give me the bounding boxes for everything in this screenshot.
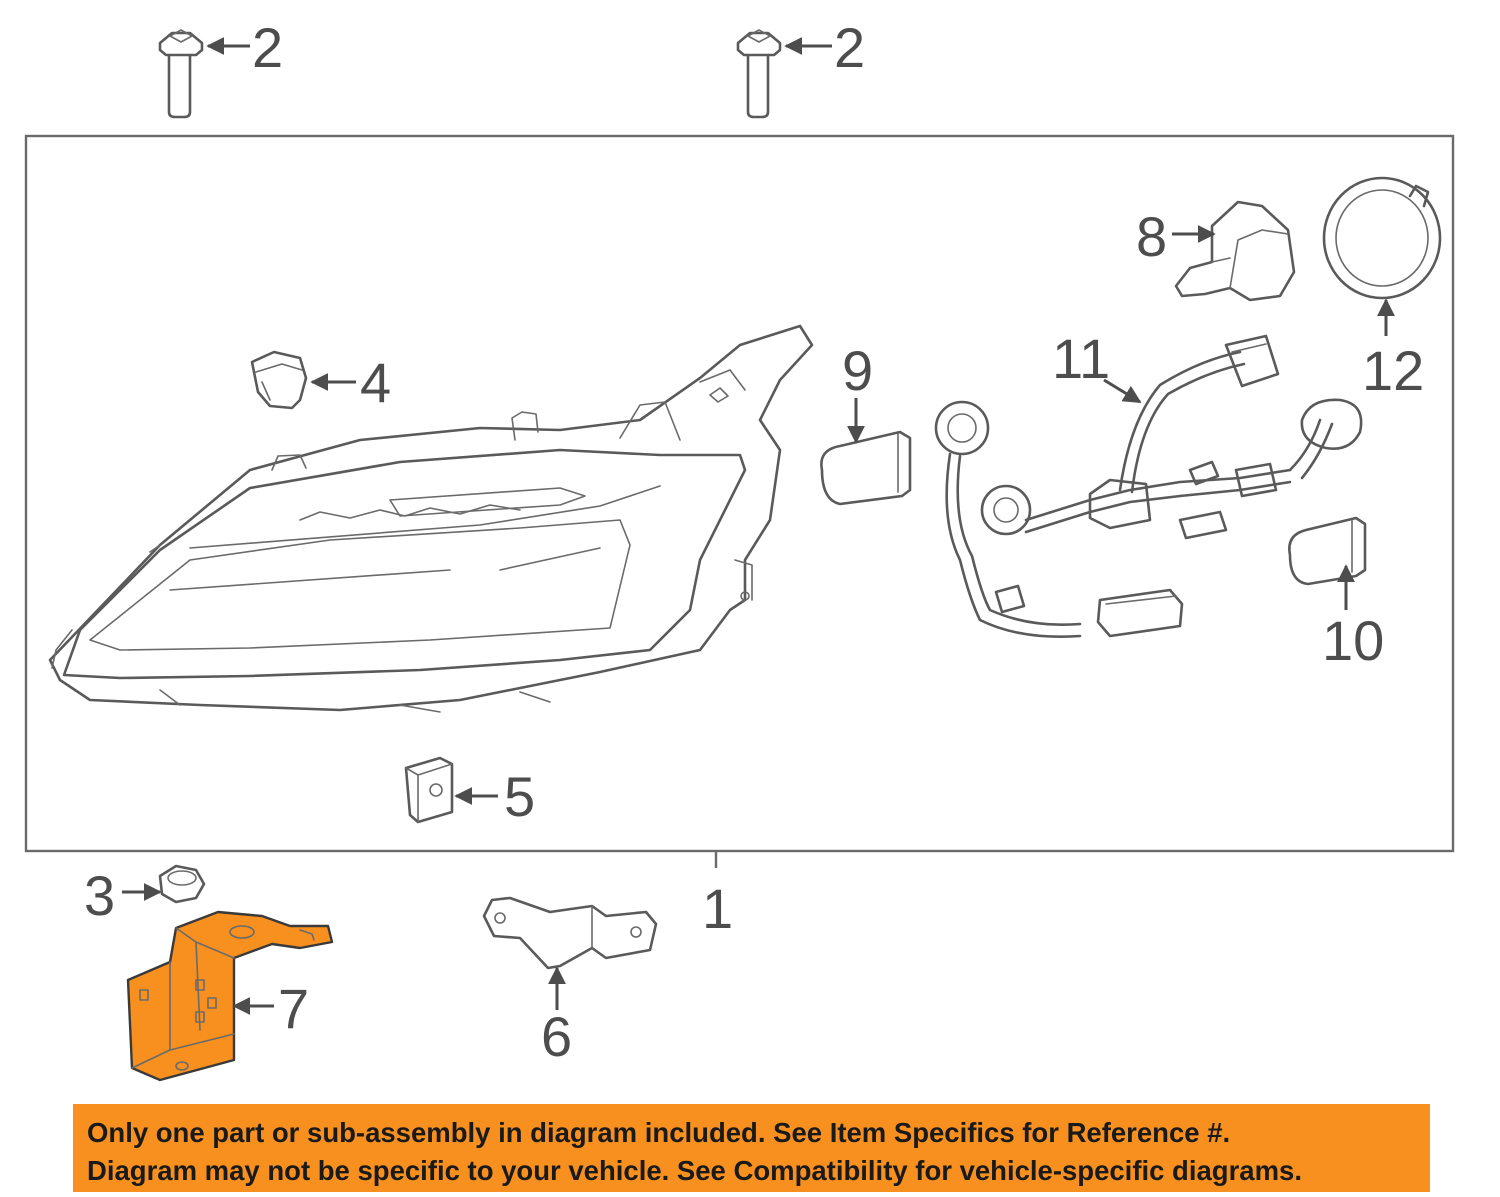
callout-1: 1 <box>702 877 733 940</box>
bulb-part-8 <box>1174 200 1296 302</box>
headlamp-part-1 <box>48 324 814 713</box>
callout-4: 4 <box>360 351 391 414</box>
clip-part-5 <box>404 756 454 824</box>
grommet-part-4 <box>250 350 308 410</box>
callout-10: 10 <box>1322 609 1384 672</box>
callout-6: 6 <box>541 1005 572 1068</box>
disclaimer-line-1: Only one part or sub-assembly in diagram… <box>87 1117 1231 1148</box>
nut-part-3 <box>158 864 206 904</box>
callout-2-left: 2 <box>252 16 283 79</box>
callout-7: 7 <box>278 977 309 1040</box>
disclaimer-line-2: Diagram may not be specific to your vehi… <box>87 1155 1302 1186</box>
disclaimer-banner: Only one part or sub-assembly in diagram… <box>73 1104 1430 1192</box>
callout-11: 11 <box>1052 327 1110 390</box>
callout-5: 5 <box>504 765 535 828</box>
bracket-part-6 <box>482 896 658 970</box>
bolt-part-2-right <box>736 29 782 119</box>
callout-8: 8 <box>1136 205 1167 268</box>
callout-9: 9 <box>842 339 873 402</box>
wiring-harness-part-11 <box>934 334 1363 638</box>
retaining-ring-part-12 <box>1322 176 1442 300</box>
bolt-part-2-left <box>158 29 204 119</box>
bracket-part-7-highlighted <box>126 910 334 1082</box>
callout-arrows <box>122 37 1395 1015</box>
bulb-part-10 <box>1288 516 1367 586</box>
assembly-frame <box>24 134 1455 853</box>
callout-12: 12 <box>1362 339 1424 402</box>
bulb-part-9 <box>820 430 912 506</box>
callout-2-right: 2 <box>834 16 865 79</box>
callout-3: 3 <box>84 864 115 927</box>
